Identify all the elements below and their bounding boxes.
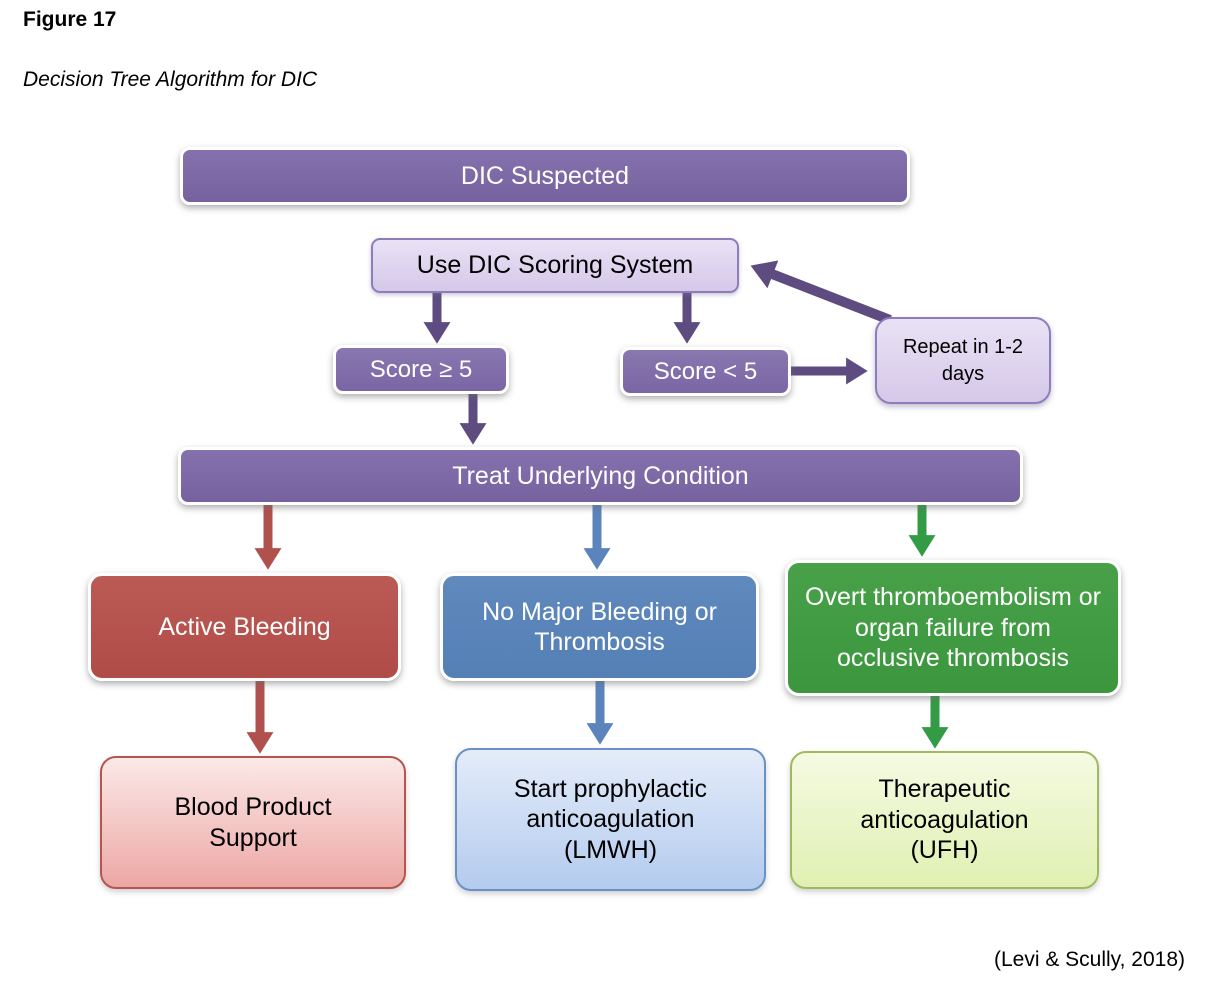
node-prophylactic-anticoagulation-lmwh: Start prophylactic anticoagulation (LMWH… — [455, 748, 766, 891]
figure-caption: Decision Tree Algorithm for DIC — [23, 68, 318, 91]
node-repeat-1-2-days: Repeat in 1-2 days — [875, 317, 1051, 404]
node-dic-suspected: DIC Suspected — [180, 147, 910, 205]
node-overt-thromboembolism: Overt thromboembolism or organ failure f… — [785, 560, 1121, 696]
node-blood-product-support: Blood Product Support — [100, 756, 406, 889]
citation-text: (Levi & Scully, 2018) — [993, 948, 1185, 971]
node-use-dic-scoring-system: Use DIC Scoring System — [371, 238, 739, 293]
node-active-bleeding: Active Bleeding — [88, 573, 401, 681]
node-no-major-bleeding-or-thrombosis: No Major Bleeding or Thrombosis — [440, 573, 759, 681]
figure-label: Figure 17 — [23, 8, 117, 31]
arrow-repeat-to-scoring — [750, 260, 892, 325]
node-score-lt-5: Score < 5 — [620, 347, 791, 396]
node-treat-underlying-condition: Treat Underlying Condition — [178, 447, 1023, 505]
node-therapeutic-anticoagulation-ufh: Therapeutic anticoagulation (UFH) — [790, 751, 1099, 889]
node-score-ge-5: Score ≥ 5 — [333, 345, 509, 394]
